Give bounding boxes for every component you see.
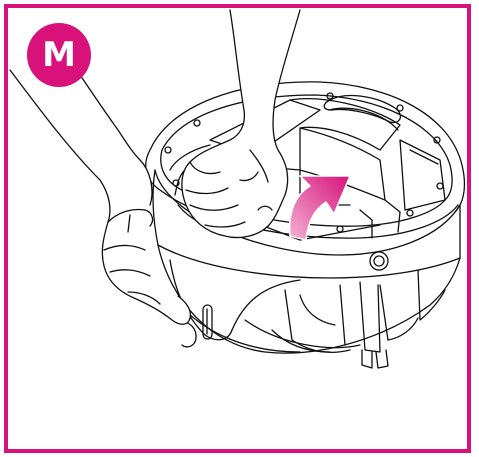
device-lower-body bbox=[158, 245, 460, 368]
curved-arrow-icon bbox=[290, 176, 350, 240]
step-label: M bbox=[42, 38, 76, 72]
step-badge: M bbox=[27, 23, 91, 87]
left-hand bbox=[10, 45, 190, 324]
